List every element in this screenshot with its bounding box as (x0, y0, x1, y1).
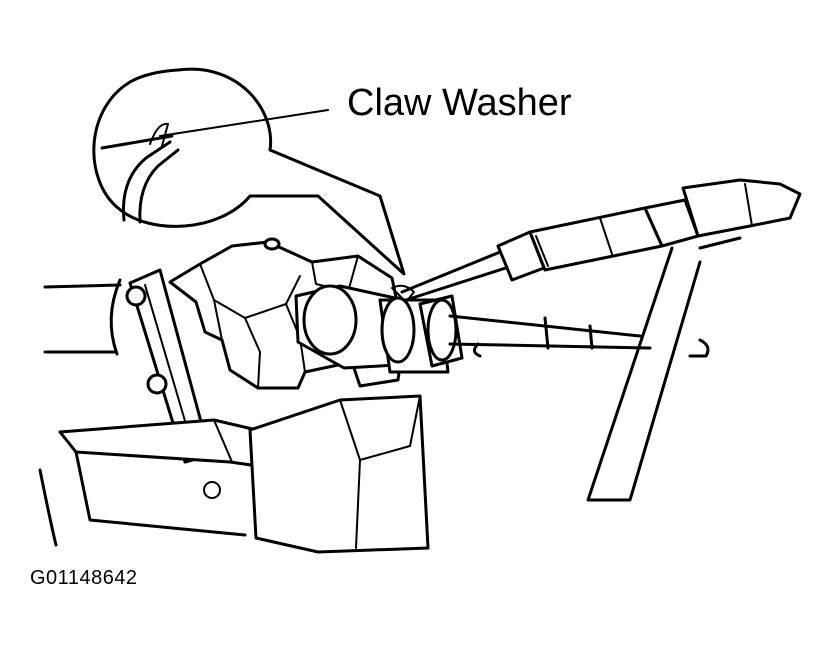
steering-shaft (448, 314, 710, 358)
claw-washer-label: Claw Washer (347, 82, 572, 124)
magnifier-detail (92, 67, 406, 276)
housing-tube (43, 278, 122, 356)
figure-id: G01148642 (30, 567, 138, 589)
vise-icon (38, 236, 742, 554)
screwdriver-icon (400, 178, 802, 302)
callout-leader-line (159, 109, 329, 137)
